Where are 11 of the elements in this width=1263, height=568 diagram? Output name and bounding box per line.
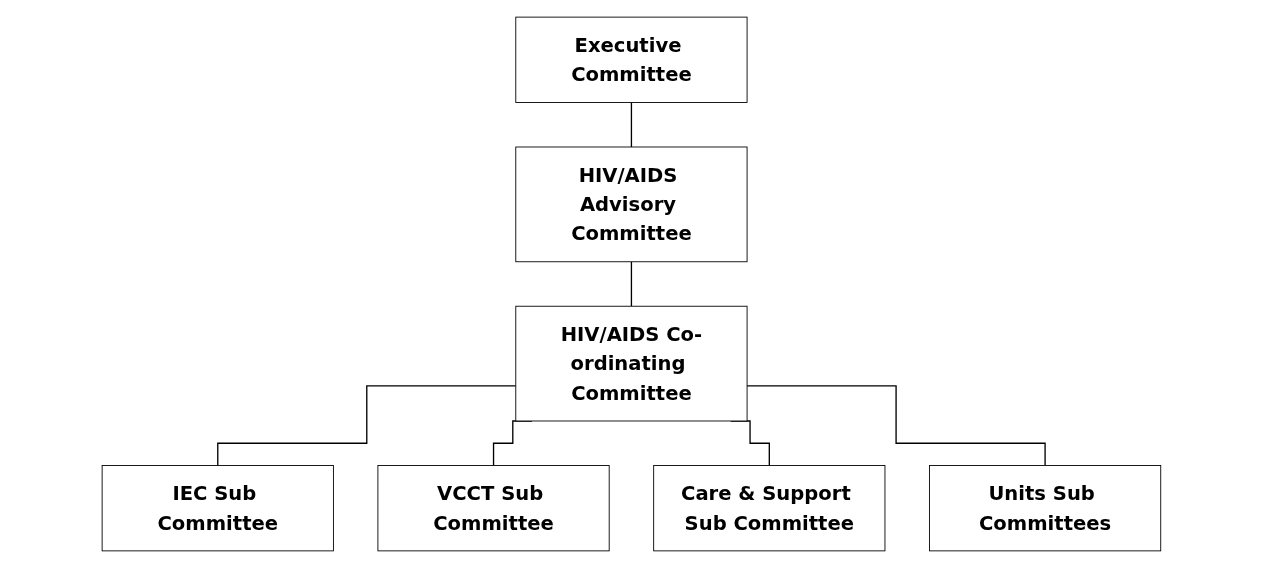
node-box: HIV/AIDS Co-ordinating Committee (515, 305, 748, 422)
connector (746, 385, 1046, 467)
connector (630, 101, 633, 148)
connector (630, 261, 633, 307)
node-box: HIV/AIDS Advisory Committee (515, 146, 748, 263)
node-box: VCCT Sub Committee (377, 465, 610, 552)
node-box: Units Sub Committees (929, 465, 1162, 552)
node-box: Executive Committee (515, 16, 748, 103)
node-box: IEC Sub Committee (101, 465, 334, 552)
node-box: Care & Support Sub Committee (653, 465, 886, 552)
connector (217, 385, 517, 467)
